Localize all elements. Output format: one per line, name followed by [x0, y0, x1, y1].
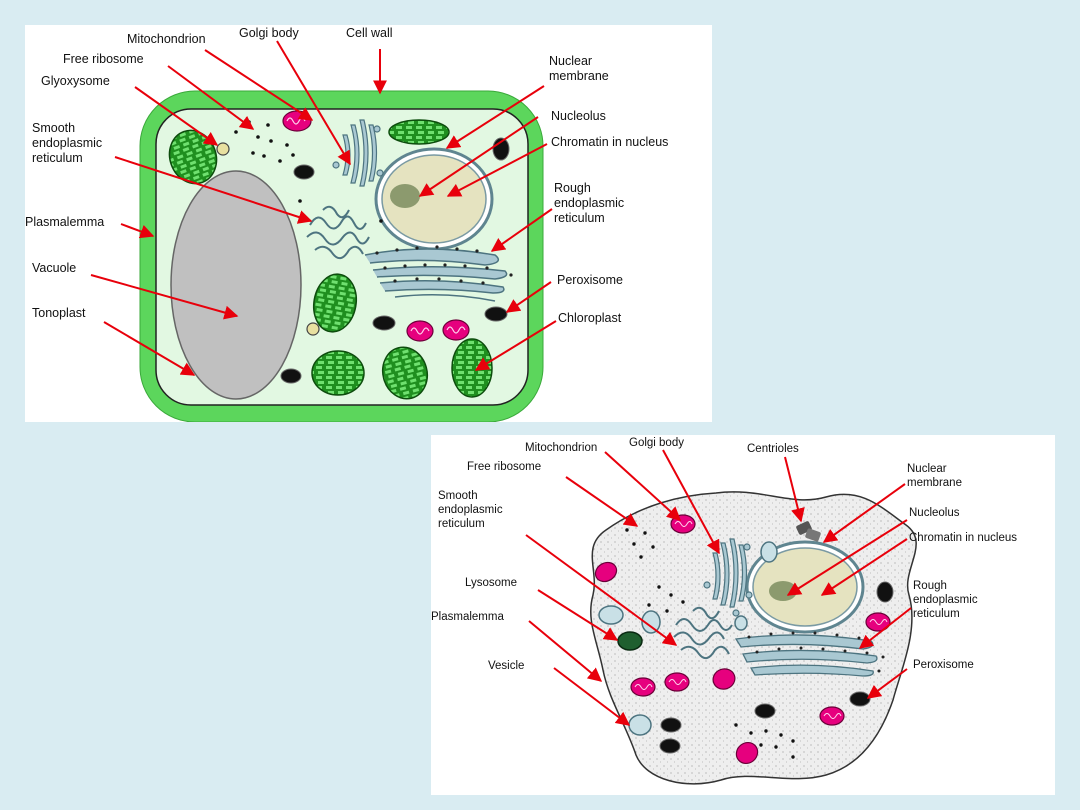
nucleolus [390, 184, 420, 208]
vesicle [641, 610, 661, 634]
free-ribosomes [625, 528, 795, 759]
label-tonoplast: Tonoplast [32, 306, 86, 320]
label-mitochondrion: Mitochondrion [127, 32, 206, 46]
vesicle [734, 615, 748, 631]
mitochondrion [406, 320, 434, 342]
chloroplast-group [168, 119, 493, 400]
mitochondrion [712, 668, 736, 690]
label-golgi-body: Golgi body [629, 437, 684, 449]
nucleus [381, 154, 487, 244]
peroxisome [484, 306, 508, 322]
mitochondrion [865, 612, 891, 632]
peroxisome [754, 703, 776, 719]
peroxisome [372, 315, 396, 331]
smooth-er [673, 606, 733, 660]
label-mitochondrion: Mitochondrion [525, 442, 598, 454]
label-vacuole: Vacuole [32, 261, 77, 275]
chloroplast [388, 119, 450, 145]
label-plasmalemma: Plasmalemma [25, 215, 105, 229]
vacuole [170, 170, 302, 400]
animal-cell-diagram [525, 449, 917, 785]
label-chromatin: Chromatin in nucleus [909, 532, 1018, 544]
plant-cell-diagram [90, 40, 557, 422]
label-nuclear-membrane: Nuclear membrane [907, 463, 962, 489]
chloroplast [451, 338, 493, 398]
vesicle [760, 541, 778, 563]
label-glyoxysome: Glyoxysome [41, 74, 110, 88]
label-golgi-body: Golgi body [239, 26, 299, 40]
plant-cell-panel: Mitochondrion Golgi body Cell wall Free … [25, 25, 712, 422]
mitochondria [282, 110, 470, 342]
label-rough-er: Rough endoplasmic reticulum [913, 580, 978, 620]
label-peroxisome: Peroxisome [557, 273, 623, 287]
centrioles [796, 521, 821, 542]
chloroplast [311, 350, 365, 396]
mitochondrion [819, 706, 845, 726]
label-smooth-er: Smooth endoplasmic reticulum [438, 490, 503, 530]
label-peroxisome: Peroxisome [913, 659, 974, 671]
label-smooth-er: Smooth endoplasmic reticulum [32, 121, 103, 165]
vesicle [598, 605, 624, 625]
label-free-ribosome: Free ribosome [63, 52, 144, 66]
peroxisome [660, 717, 682, 733]
label-plasmalemma: Plasmalemma [431, 611, 504, 623]
label-lysosome: Lysosome [465, 577, 517, 589]
mitochondrion [442, 319, 470, 341]
mitochondria [594, 514, 891, 765]
label-rough-er: Rough endoplasmic reticulum [554, 181, 625, 225]
rough-er [734, 634, 878, 677]
rough-er [364, 248, 508, 302]
mitochondrion [670, 514, 696, 534]
label-vesicle: Vesicle [488, 660, 525, 672]
label-nucleolus: Nucleolus [551, 109, 606, 123]
mitochondrion [735, 741, 759, 765]
label-arrows [90, 40, 557, 376]
mitochondrion [594, 561, 618, 583]
chloroplast [381, 346, 429, 400]
peroxisome [293, 164, 315, 180]
glyoxysome [306, 322, 320, 336]
golgi-body [703, 538, 753, 617]
label-centrioles: Centrioles [747, 443, 799, 455]
label-chromatin: Chromatin in nucleus [551, 135, 669, 149]
label-cell-wall: Cell wall [346, 26, 393, 40]
peroxisomes [659, 581, 894, 754]
peroxisome [659, 738, 681, 754]
peroxisome [876, 581, 894, 603]
glyoxysomes [216, 142, 320, 336]
vesicle [628, 714, 652, 736]
glyoxysome [216, 142, 230, 156]
mitochondrion [630, 677, 656, 697]
smooth-er [306, 205, 370, 260]
mitochondrion [664, 672, 690, 692]
chloroplast [312, 273, 358, 333]
label-free-ribosome: Free ribosome [467, 461, 542, 473]
peroxisome [849, 691, 871, 707]
label-chloroplast: Chloroplast [558, 311, 622, 325]
label-arrows [525, 449, 912, 726]
lysosome [617, 631, 643, 651]
label-nucleolus: Nucleolus [909, 507, 960, 519]
label-nuclear-membrane: Nuclear membrane [549, 54, 609, 83]
animal-cell-panel: Mitochondrion Golgi body Centrioles Free… [431, 435, 1055, 795]
vesicles [598, 541, 778, 736]
peroxisome [280, 368, 302, 384]
